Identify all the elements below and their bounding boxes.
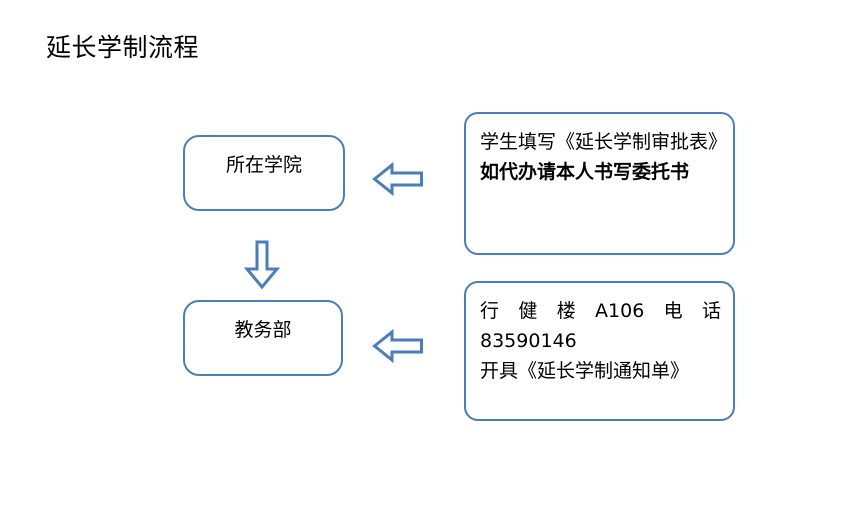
arrow-down-icon	[243, 240, 281, 290]
location-building-char-3: 楼	[556, 300, 576, 322]
note-box-office-contact[interactable]: 行 健 楼 A106 电 话 83590146 开具《延长学制通知单》	[464, 281, 735, 421]
note-box-student-form[interactable]: 学生填写《延长学制审批表》 如代办请本人书写委托书	[464, 112, 735, 255]
flow-node-college-label: 所在学院	[225, 154, 302, 176]
location-building-char-2: 健	[518, 300, 538, 322]
flow-node-academic-affairs-label: 教务部	[234, 319, 292, 341]
location-building-char-1: 行	[480, 300, 500, 322]
arrow-left-icon	[372, 328, 423, 364]
location-room-number: A106	[595, 300, 645, 322]
flow-node-college[interactable]: 所在学院	[183, 135, 345, 211]
arrow-left-icon	[372, 161, 423, 197]
note-box-office-contact-body: 行 健 楼 A106 电 话 83590146 开具《延长学制通知单》	[480, 296, 721, 386]
note-box-student-form-body: 学生填写《延长学制审批表》 如代办请本人书写委托书	[480, 127, 728, 187]
note-line-proxy-authorization: 如代办请本人书写委托书	[480, 161, 690, 183]
note-line-location: 行 健 楼 A106 电 话	[480, 296, 721, 326]
page-title: 延长学制流程	[46, 33, 200, 62]
note-line-form: 学生填写《延长学制审批表》	[480, 131, 728, 153]
location-phone-label-char-2: 话	[701, 300, 721, 322]
note-line-phone-number: 83590146	[480, 330, 577, 352]
flow-node-academic-affairs[interactable]: 教务部	[183, 300, 343, 376]
note-line-issue-notice: 开具《延长学制通知单》	[480, 360, 690, 382]
location-phone-label-char-1: 电	[663, 300, 683, 322]
